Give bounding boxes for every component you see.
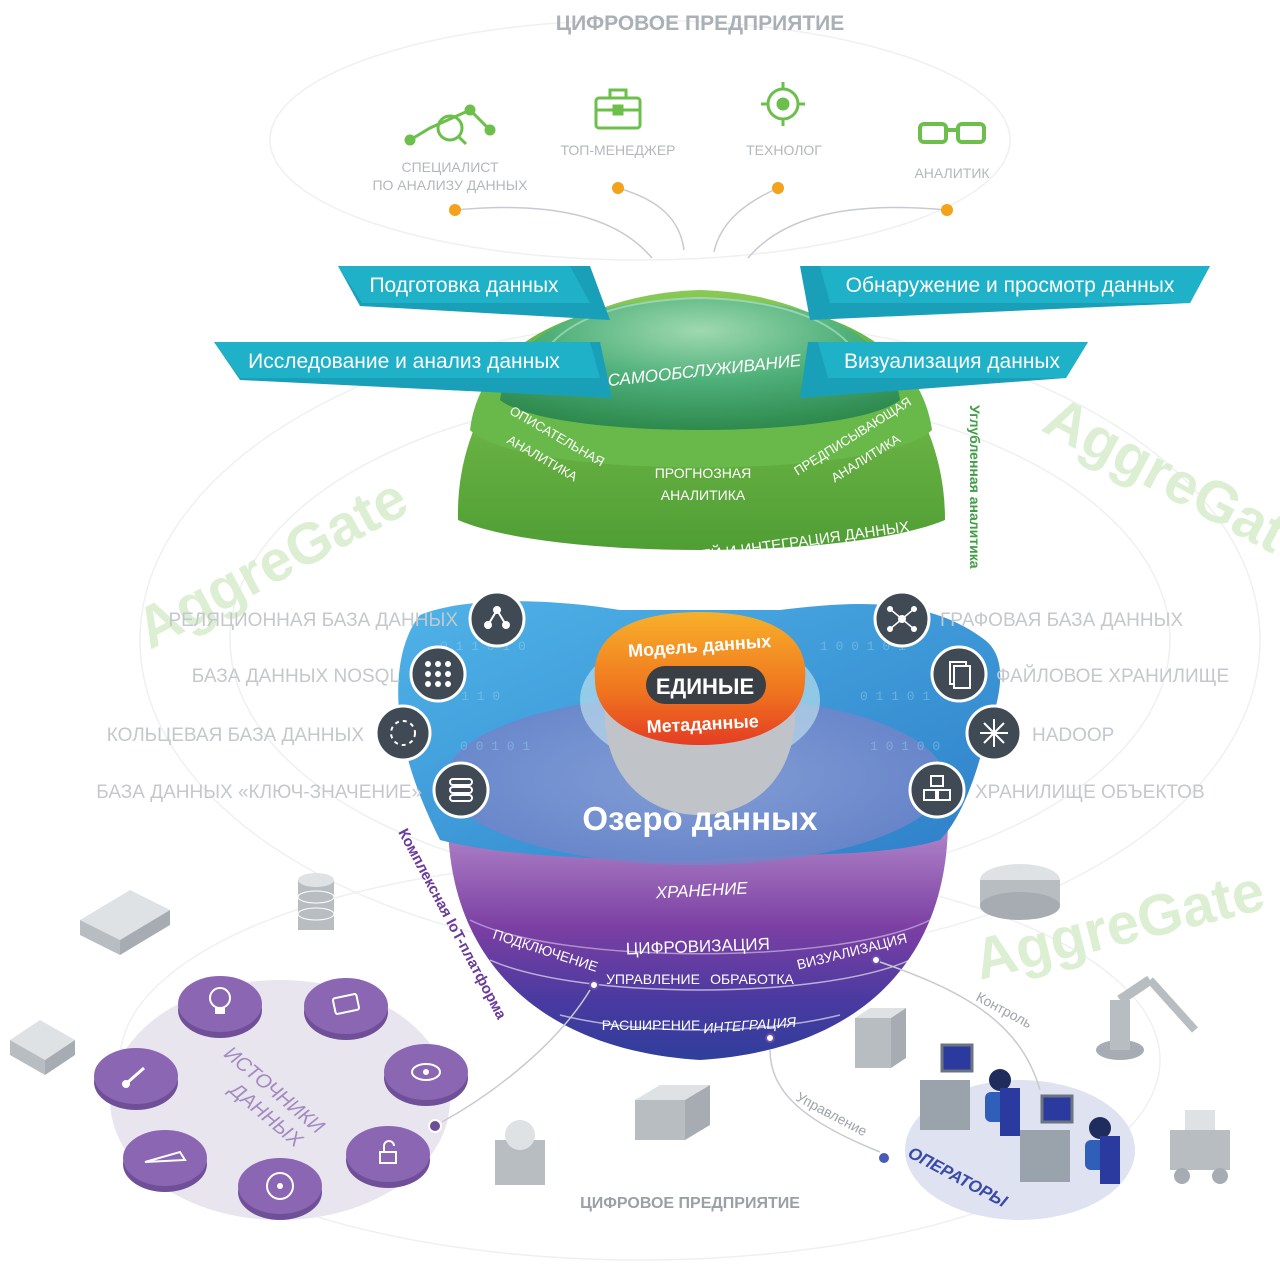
database-icon bbox=[297, 873, 335, 930]
role-data-scientist-line2: ПО АНАЛИЗУ ДАННЫХ bbox=[372, 177, 528, 193]
lock-icon bbox=[346, 1126, 430, 1188]
drill-icon bbox=[123, 1130, 207, 1192]
banner-visualization-text: Визуализация данных bbox=[844, 350, 1061, 373]
hadoop-icon bbox=[965, 704, 1023, 762]
technologist-gear-icon bbox=[761, 82, 805, 126]
watermark-1: AggreGate bbox=[126, 465, 418, 662]
bowl-dots bbox=[589, 955, 881, 1043]
banner-visualization: Визуализация данных bbox=[800, 342, 1088, 398]
management-label: УПРАВЛЕНИЕ bbox=[606, 971, 700, 987]
extension-label: РАСШИРЕНИЕ bbox=[602, 1017, 701, 1033]
ring-db-icon bbox=[374, 704, 432, 762]
fan-icon bbox=[238, 1158, 322, 1220]
storage-right-2: ФАЙЛОВОЕ ХРАНИЛИЩЕ bbox=[996, 665, 1229, 687]
forklift-icon bbox=[1170, 1110, 1230, 1184]
role-analyst: АНАЛИТИК bbox=[914, 165, 990, 181]
svg-text:1 0 0 1 0 1: 1 0 0 1 0 1 bbox=[820, 639, 906, 654]
operator-workstation-1 bbox=[920, 1043, 1020, 1136]
storage-right-3: HADOOP bbox=[1032, 725, 1114, 746]
role-manager: ТОП-МЕНЕДЖЕР bbox=[560, 142, 675, 158]
lightbulb-icon bbox=[178, 976, 262, 1038]
operators: ОПЕРАТОРЫ bbox=[877, 1043, 1135, 1220]
role-dots bbox=[449, 182, 953, 216]
tank-icon bbox=[980, 864, 1060, 920]
storage-icons-left bbox=[374, 590, 526, 819]
analyst-glasses-icon bbox=[918, 122, 986, 144]
conveyor-icon bbox=[10, 1020, 75, 1075]
bottom-title: ЦИФРОВОЕ ПРЕДПРИЯТИЕ bbox=[580, 1195, 800, 1212]
operator-workstation-2 bbox=[1020, 1094, 1120, 1184]
nosql-db-icon bbox=[409, 645, 467, 703]
deep-analytics-label: Углубленная аналитика bbox=[967, 405, 983, 569]
object-storage-icon bbox=[908, 761, 966, 819]
core-sphere bbox=[580, 612, 820, 815]
sources-arrow bbox=[441, 989, 591, 1123]
processing-label: ОБРАБОТКА bbox=[710, 971, 794, 987]
predictive-line1: ПРОГНОЗНАЯ bbox=[655, 465, 752, 481]
data-scientist-icon bbox=[404, 104, 496, 146]
storage-label: ХРАНЕНИЕ bbox=[654, 879, 749, 903]
sources-connector-dot bbox=[428, 1119, 442, 1133]
role-arrows bbox=[454, 187, 948, 259]
core-unified-label: ЕДИНЫЕ bbox=[656, 674, 754, 699]
management-arrow bbox=[769, 1049, 881, 1153]
predictive-line2: АНАЛИТИКА bbox=[661, 487, 746, 503]
relational-db-icon bbox=[468, 590, 526, 648]
storage-left-2: БАЗА ДАННЫХ NOSQL bbox=[192, 666, 400, 687]
storage-left-1: РЕЛЯЦИОННАЯ БАЗА ДАННЫХ bbox=[168, 610, 458, 631]
thermometer-icon bbox=[94, 1048, 178, 1110]
machine-icon bbox=[635, 1085, 710, 1140]
storage-left-3: КОЛЬЦЕВАЯ БАЗА ДАННЫХ bbox=[107, 725, 365, 746]
storage-right-4: ХРАНИЛИЩЕ ОБЪЕКТОВ bbox=[975, 782, 1205, 803]
integration-label: ИНТЕГРАЦИЯ bbox=[703, 1014, 797, 1036]
operators-connector-dot bbox=[877, 1151, 891, 1165]
banner-discovery-text: Обнаружение и просмотр данных bbox=[846, 274, 1175, 297]
data-sources: ИСТОЧНИКИ ДАННЫХ bbox=[94, 976, 591, 1220]
phone-icon bbox=[304, 978, 388, 1040]
watermark-2: AggreGate bbox=[1034, 384, 1280, 581]
industrial-decorations bbox=[10, 864, 1230, 1185]
svg-text:1 0 1 0 0: 1 0 1 0 0 bbox=[870, 739, 940, 754]
banner-prep-text: Подготовка данных bbox=[369, 274, 559, 297]
storage-left-4: БАЗА ДАННЫХ «КЛЮЧ-ЗНАЧЕНИЕ» bbox=[96, 782, 422, 803]
graph-db-icon bbox=[873, 590, 931, 648]
manager-briefcase-icon bbox=[594, 88, 642, 130]
banner-research: Исследование и анализ данных bbox=[214, 342, 612, 398]
platform-bowl bbox=[448, 820, 948, 1060]
server-rack-icon bbox=[855, 1008, 906, 1068]
role-technologist: ТЕХНОЛОГ bbox=[746, 142, 822, 158]
robot-arm-icon bbox=[1096, 975, 1198, 1060]
role-data-scientist-line1: СПЕЦИАЛИСТ bbox=[401, 159, 498, 175]
storage-icons-right bbox=[873, 590, 1023, 819]
storage-right-1: ГРАФОВАЯ БАЗА ДАННЫХ bbox=[940, 610, 1183, 631]
wireless-icon bbox=[384, 1044, 468, 1106]
plant-icon bbox=[495, 1120, 545, 1185]
file-storage-icon bbox=[930, 645, 988, 703]
lake-title: Озеро данных bbox=[582, 800, 818, 837]
svg-text:0 1 1 0 1: 0 1 1 0 1 bbox=[860, 689, 930, 704]
banner-prep: Подготовка данных bbox=[338, 266, 610, 320]
factory-icon bbox=[80, 890, 170, 955]
key-value-db-icon bbox=[432, 761, 490, 819]
control-arrow bbox=[879, 961, 1041, 1091]
top-title: ЦИФРОВОЕ ПРЕДПРИЯТИЕ bbox=[556, 12, 845, 35]
management-label-ops: Управление bbox=[794, 1089, 870, 1140]
banner-discovery: Обнаружение и просмотр данных bbox=[800, 266, 1210, 320]
svg-text:0 0 1 0 1: 0 0 1 0 1 bbox=[460, 739, 530, 754]
banner-research-text: Исследование и анализ данных bbox=[248, 350, 560, 373]
